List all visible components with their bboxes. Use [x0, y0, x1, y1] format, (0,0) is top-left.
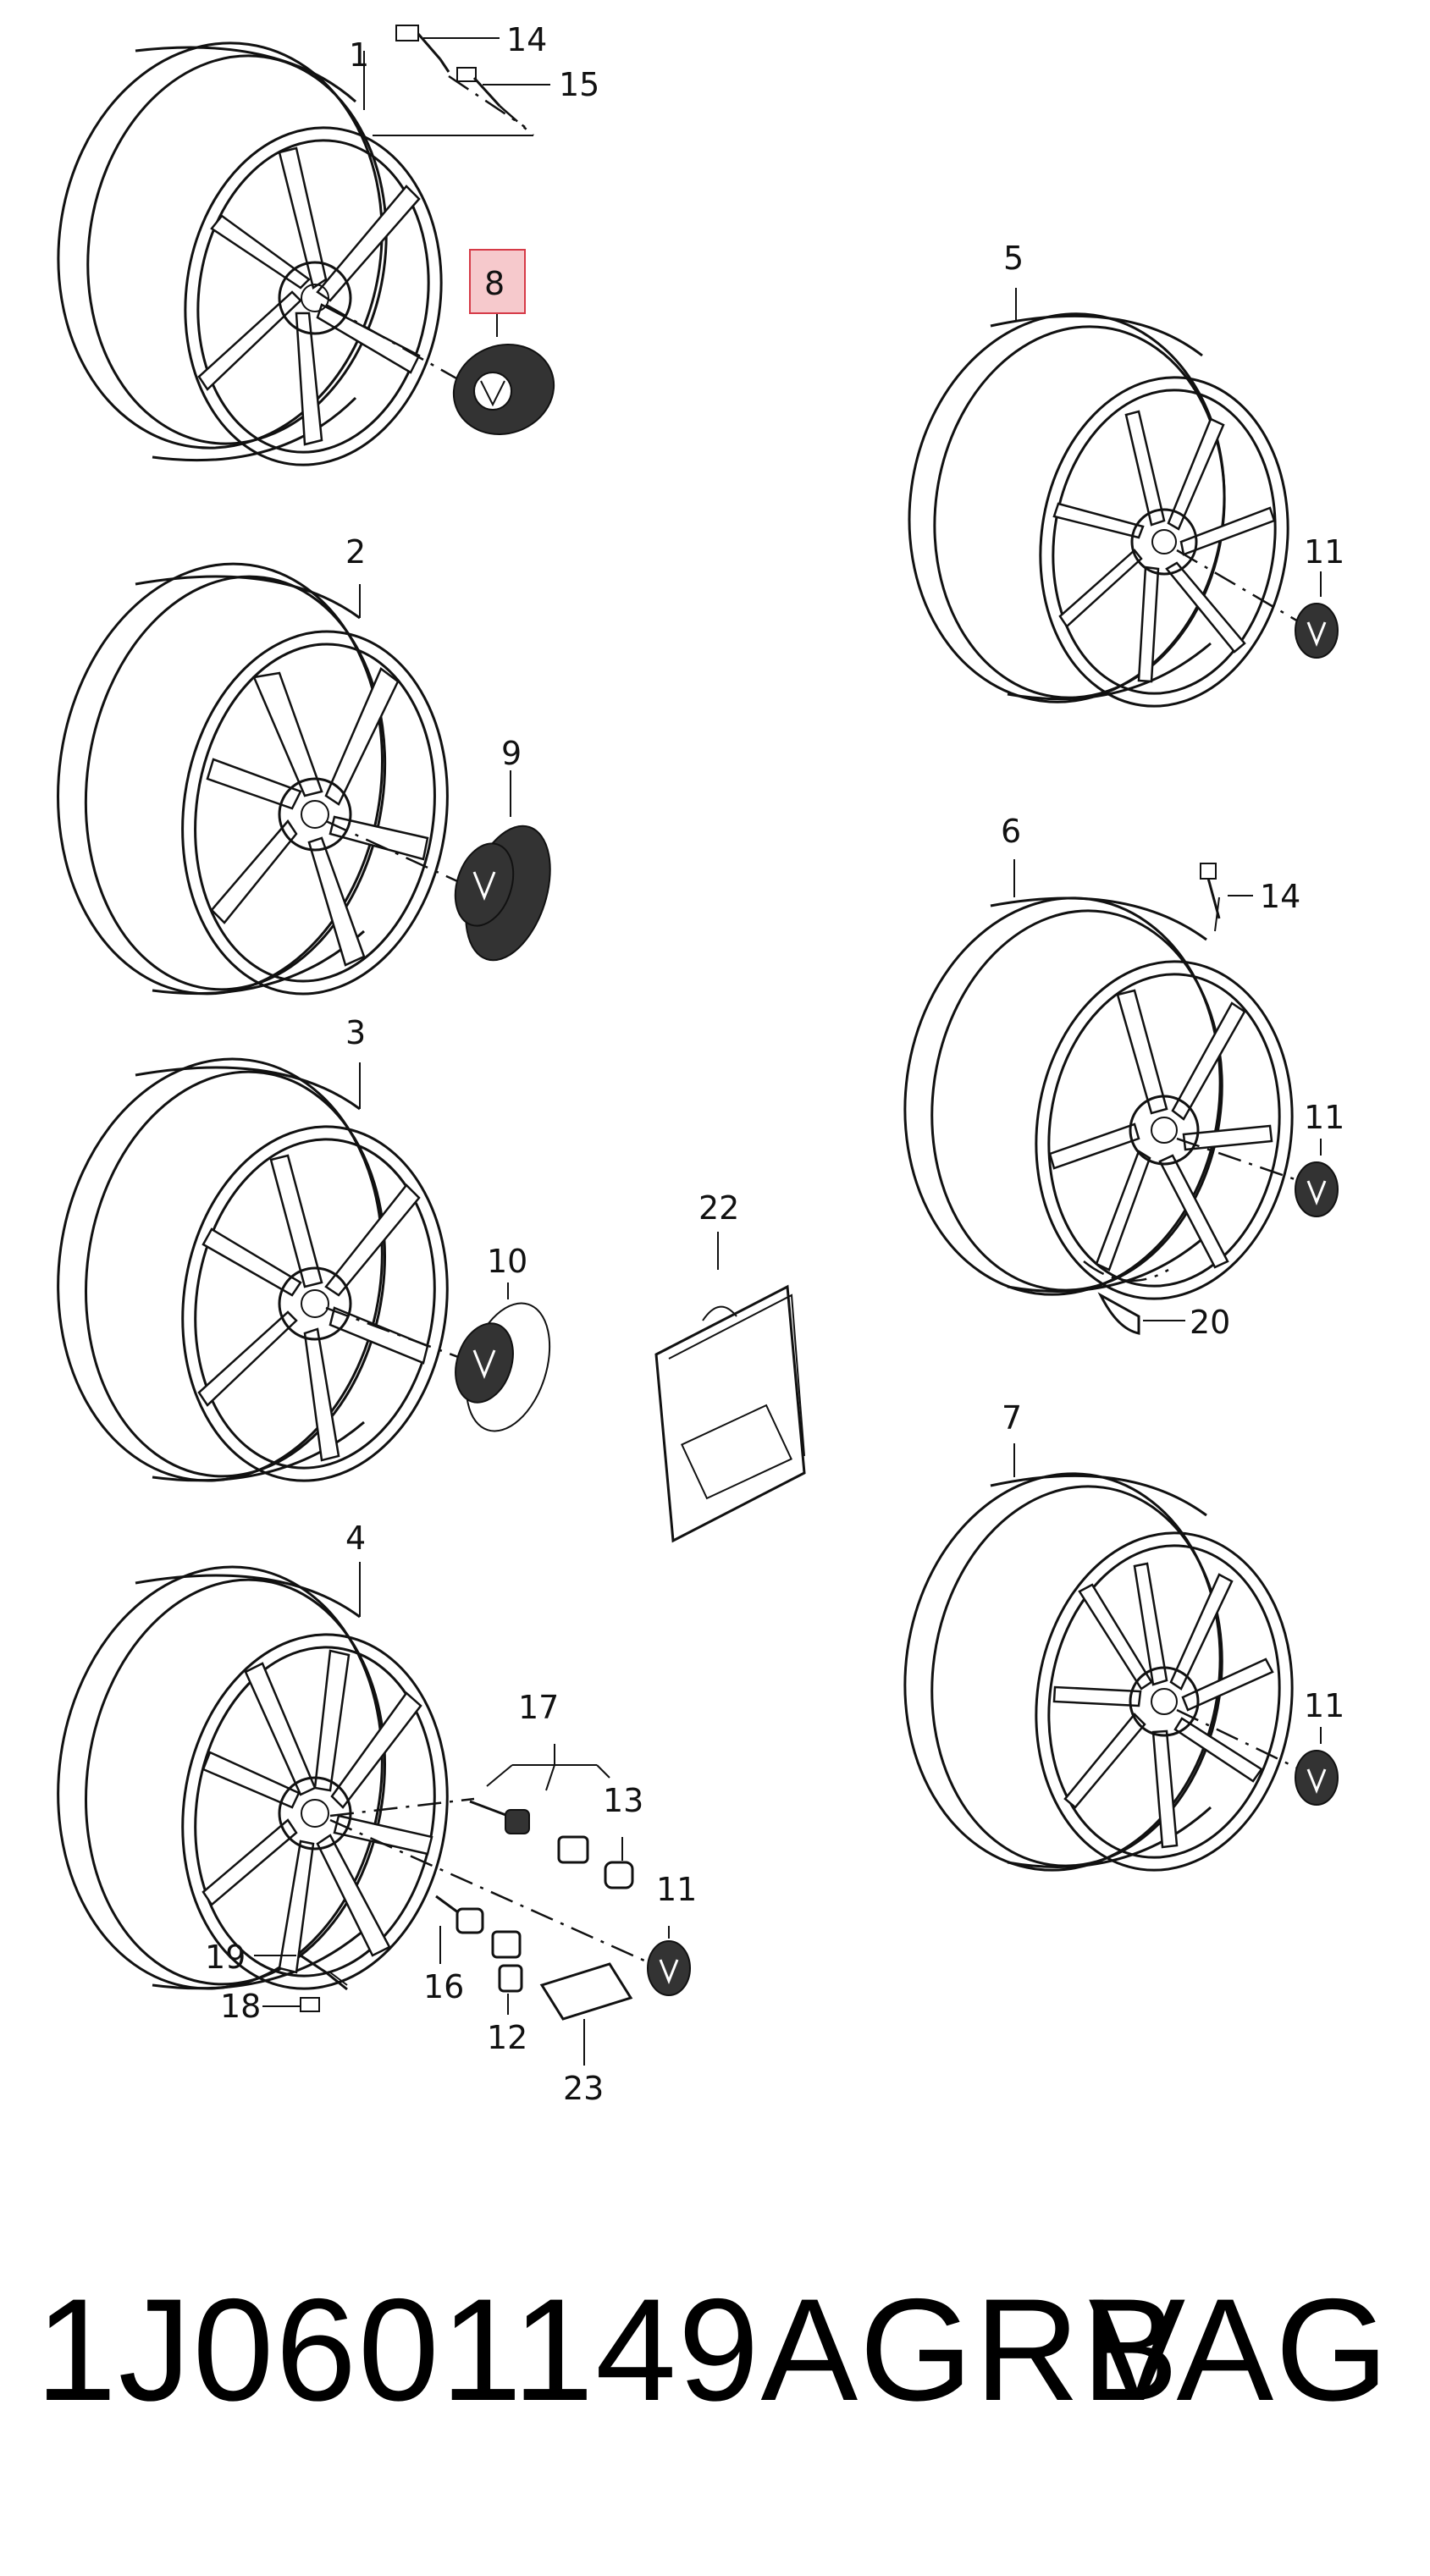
callout-20: 20: [1190, 1304, 1230, 1341]
callout-13: 13: [603, 1782, 643, 1819]
callout-17: 17: [518, 1689, 559, 1726]
tool-23: [539, 1962, 633, 2066]
callout-7: 7: [1002, 1399, 1022, 1437]
callout-15: 15: [559, 66, 599, 103]
callout-16: 16: [423, 1968, 464, 2005]
callout-22: 22: [698, 1189, 739, 1227]
wheel-1: [57, 41, 443, 466]
callout-11-wheel-6: 11: [1304, 1099, 1344, 1136]
center-cap-10: [325, 1282, 551, 1432]
part-number-caption: 1J0601149AGRB VAG: [36, 2277, 1407, 2423]
clip-18: [262, 1997, 320, 2012]
wheel-6: [903, 859, 1294, 1300]
wheel-5: [908, 288, 1289, 708]
cap-11-wheel-5: [1176, 549, 1339, 659]
callout-8: 8: [484, 265, 505, 302]
weight-20: [1083, 1260, 1185, 1335]
wheel-3-spokes: [197, 1154, 429, 1462]
callout-19: 19: [205, 1939, 246, 1976]
valve-14-wheel-6: [1200, 863, 1253, 919]
valve-parts-top: [373, 25, 550, 136]
cap-11-wheel-7: [1176, 1708, 1339, 1806]
part-number: 1J0601149AGRB: [36, 2269, 1180, 2431]
callout-1: 1: [349, 36, 369, 74]
brand-name: VAG: [1088, 2269, 1390, 2431]
accessory-package-22: [654, 1232, 806, 1543]
callout-6: 6: [1001, 813, 1021, 850]
callout-18: 18: [220, 1988, 261, 2025]
cap-13: [604, 1837, 634, 1889]
center-cap-8: [325, 303, 555, 435]
wheel-4-spokes: [202, 1649, 433, 1974]
clip-19: [254, 1954, 348, 1991]
wheel-1-spokes: [197, 146, 421, 446]
cap-11-bottom: [329, 1818, 691, 1996]
callout-9: 9: [501, 735, 522, 772]
wheel-2: [57, 562, 449, 996]
wheel-7: [903, 1443, 1294, 1872]
callout-3: 3: [345, 1014, 366, 1051]
center-cap-9: [325, 770, 551, 962]
highlight-box-8: [469, 249, 526, 314]
callout-4: 4: [345, 1520, 366, 1557]
wheel-2-spokes: [206, 667, 429, 967]
nut-17b: [557, 1835, 589, 1864]
bolt-parts: [254, 1744, 691, 2066]
wheel-4: [57, 1562, 449, 1990]
callout-2: 2: [345, 533, 366, 571]
bolt-17: [469, 1800, 530, 1834]
callout-11-wheel-7: 11: [1304, 1687, 1344, 1724]
wheel-7-spokes: [1052, 1562, 1274, 1849]
cap-11-wheel-6: [1176, 1137, 1339, 1217]
callout-10: 10: [487, 1243, 527, 1280]
callout-12: 12: [487, 2019, 527, 2056]
nut-12: [491, 1930, 523, 2015]
callout-5: 5: [1003, 240, 1024, 277]
callout-14-top: 14: [506, 21, 547, 58]
wheel-5-spokes: [1052, 410, 1276, 683]
wheel-3: [57, 1057, 449, 1482]
callout-14-wheel-6: 14: [1260, 878, 1300, 915]
bolt-16: [435, 1895, 484, 1964]
callout-11-bottom: 11: [656, 1871, 697, 1908]
wheel-6-spokes: [1048, 989, 1273, 1271]
callout-23: 23: [563, 2070, 604, 2107]
callout-11-wheel-5: 11: [1304, 533, 1344, 571]
